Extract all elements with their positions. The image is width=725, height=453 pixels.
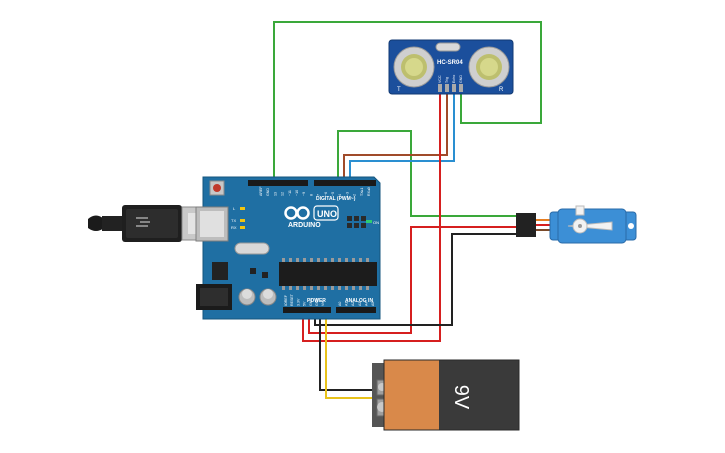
wire-red-vcc [302,92,441,342]
top-pin-label-8: 7 [317,194,321,196]
wire-green-signal [337,130,517,217]
power-pin-label-0: IOREF [284,294,288,306]
analog-pin-label-5: A5 [371,302,375,306]
servo-motor [516,205,637,244]
sensor-pin-label-3: GND [459,75,463,83]
top-pin-label-12: ~3 [345,192,349,196]
ultrasonic-sensor: HC-SR04 T R [388,39,514,95]
arduino-labels: ARDUINO UNO DIGITAL (PWM~) POWER ANALOG … [231,196,379,304]
top-pin-label-13: 2 [353,194,357,196]
transducer-r-icon [468,46,510,88]
arduino-logo-icon [284,206,310,220]
arduino-brand: ARDUINO [288,222,321,229]
power-pin-label-6: Vin [321,301,325,306]
wire-black-battery [319,310,377,391]
top-pin-label-9: ~6 [324,192,328,196]
power-pin-label-5: GND [315,298,319,306]
top-pin-label-5: ~10 [295,190,299,196]
digital-label: DIGITAL (PWM~) [316,196,356,202]
sensor-r-label: R [499,87,504,93]
top-pin-label-3: 12 [281,192,285,196]
analog-pin-label-3: A3 [358,302,362,306]
top-pin-label-2: 13 [273,192,277,196]
analog-label: ANALOG IN [345,298,373,304]
top-pin-label-6: ~9 [302,192,306,196]
led-l-label: L [233,206,236,211]
analog-pin-label-4: A4 [364,302,368,306]
power-pin-label-4: GND [309,298,313,306]
top-pin-label-4: ~11 [288,190,292,196]
top-pin-label-14: TX▸1 [360,188,364,196]
transducer-t-icon [393,46,435,88]
wire-yellow-battery [325,310,377,399]
power-pin-label-3: 5V [303,301,307,306]
power-pin-label-1: RESET [290,293,294,306]
sensor-pin-label-1: Trig [445,77,449,83]
wire-black-servo [314,233,517,326]
power-label: POWER [307,298,326,304]
arduino-model: UNO [317,209,337,219]
sensor-model: HC-SR04 [437,60,463,66]
sensor-pin-label-0: VCC [438,75,442,83]
wire-green-gnd [273,21,542,183]
top-pin-label-0: AREF [259,186,263,196]
sensor-pin-label-2: Echo [452,75,456,83]
wires [273,21,542,399]
power-pin-label-2: 3.3V [296,298,300,306]
led-tx-label: TX [231,218,236,223]
analog-pin-label-1: A1 [345,302,349,306]
wire-brown-trig [343,92,448,183]
sensor-t-label: T [397,87,401,93]
battery-label: 9V [450,385,472,410]
usb-icon [136,217,150,227]
top-pin-label-1: GND [266,188,270,196]
wire-red-servo [308,226,517,334]
arduino-uno-board [195,176,381,320]
analog-pin-label-0: A0 [338,302,342,306]
wire-blue-echo [349,92,455,183]
on-label: ON [373,220,379,225]
top-pin-label-7: 8 [309,194,313,196]
top-pin-label-15: RX◂0 [367,187,371,196]
top-pin-label-11: 4 [338,194,342,196]
led-rx-label: RX [231,225,237,230]
top-pin-label-10: ~5 [331,192,335,196]
battery-9v: 9V [372,359,520,431]
analog-pin-label-2: A2 [351,302,355,306]
